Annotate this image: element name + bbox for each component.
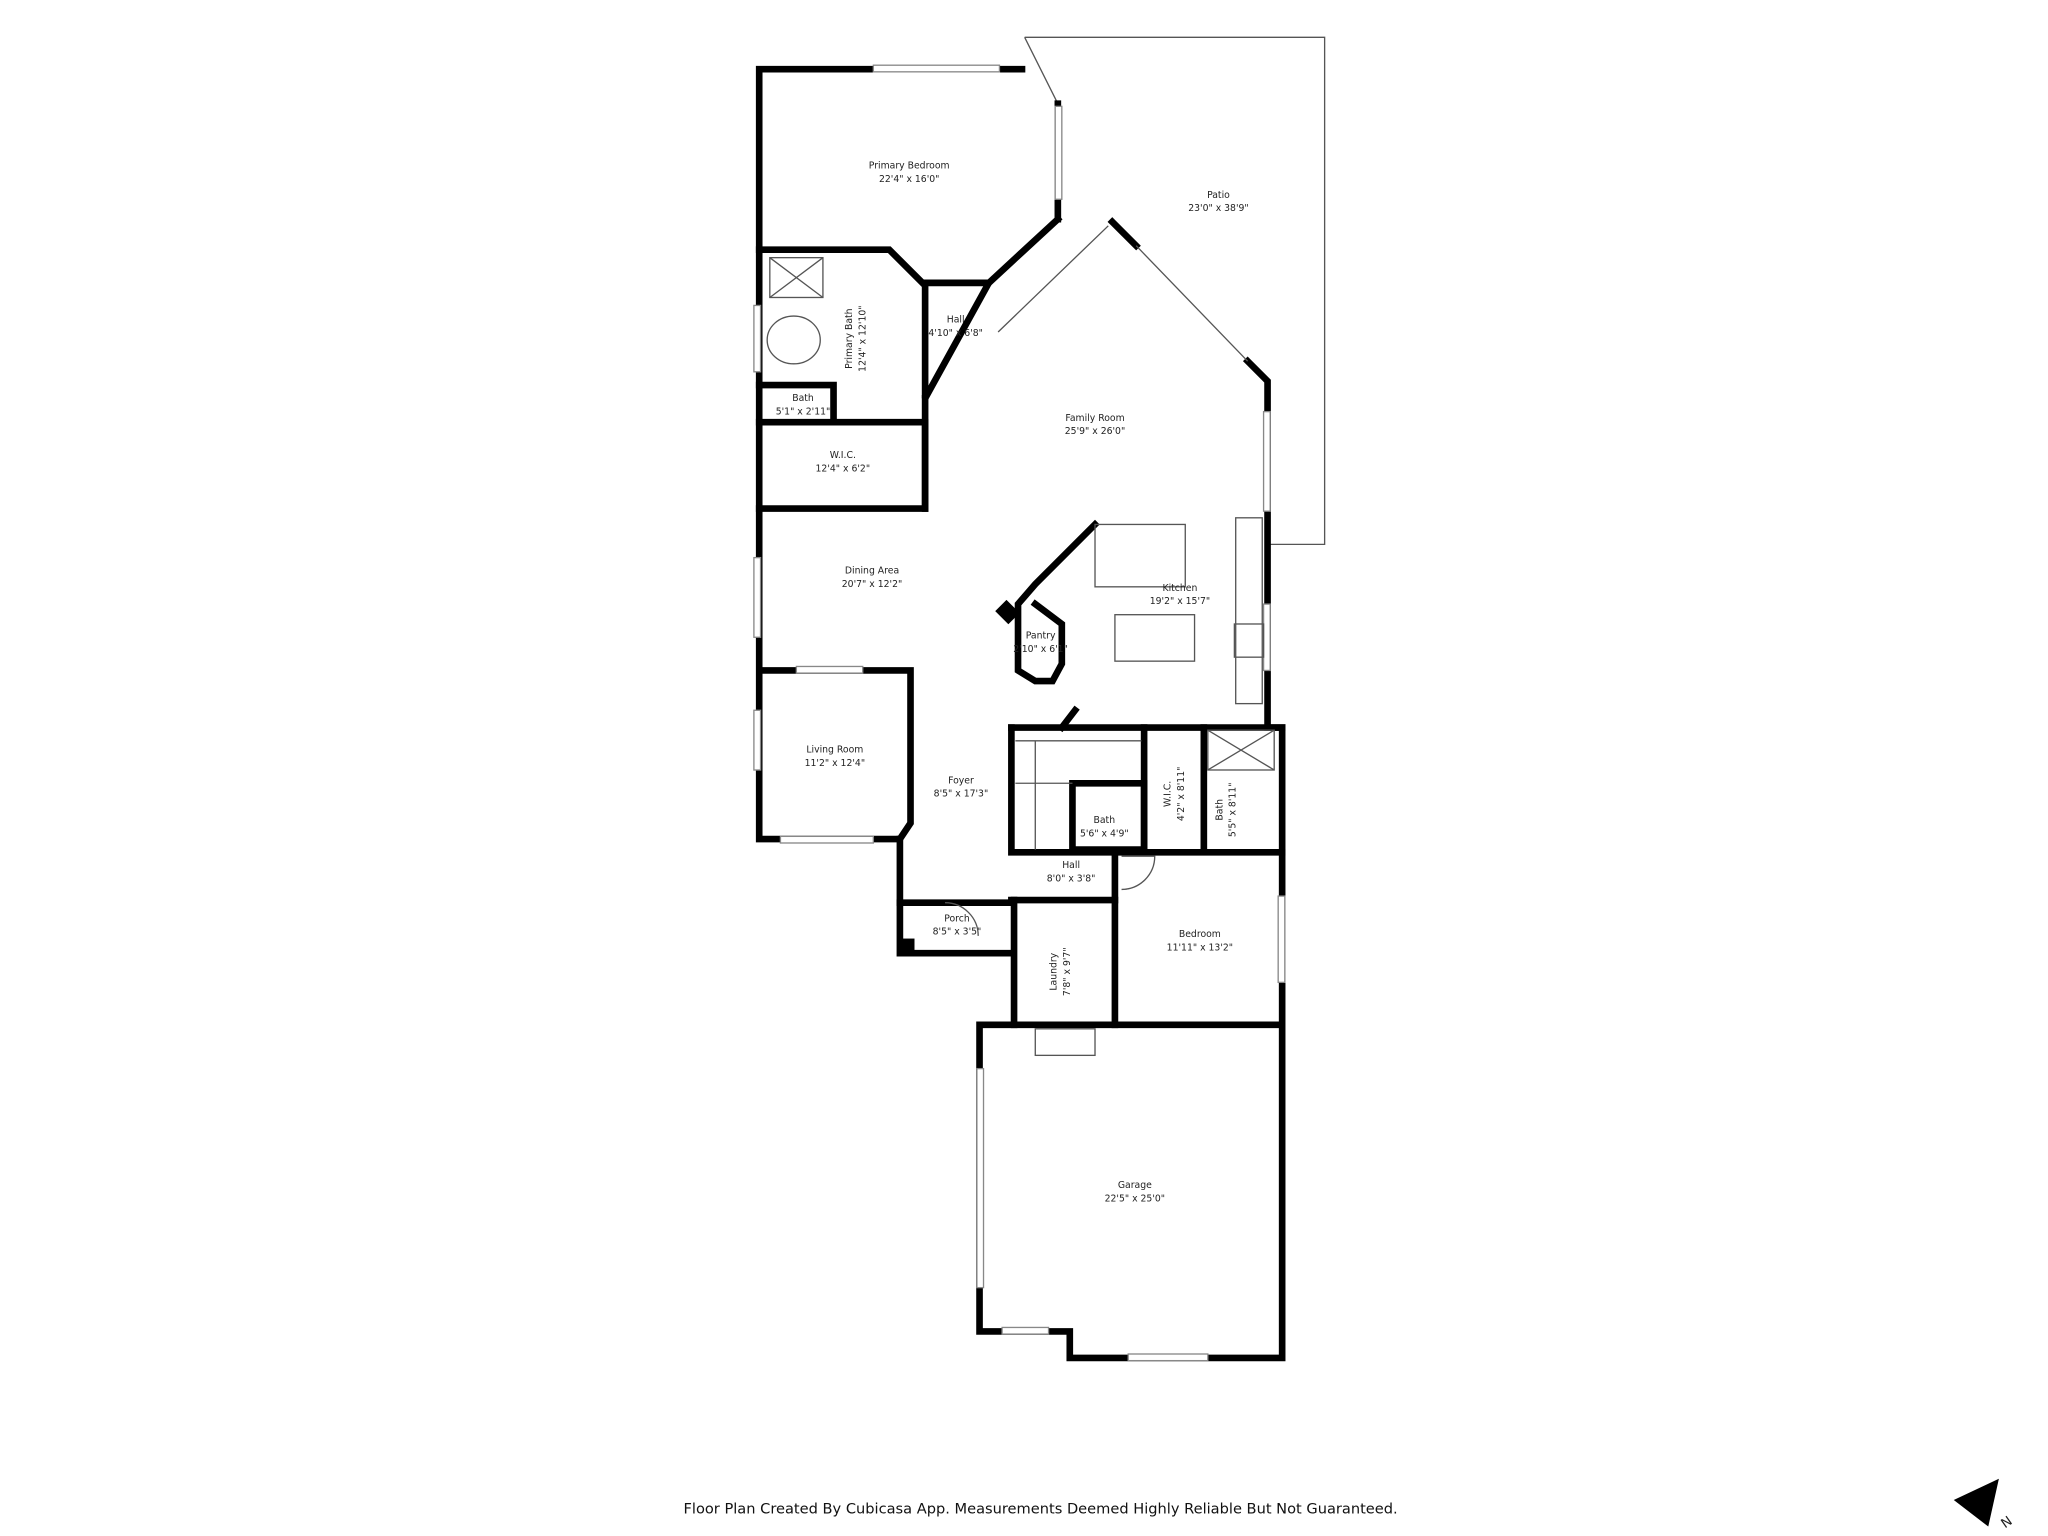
svg-text:7'8" x 9'7": 7'8" x 9'7" <box>1062 947 1073 996</box>
svg-text:22'4" x 16'0": 22'4" x 16'0" <box>879 174 939 185</box>
svg-text:19'2" x 15'7": 19'2" x 15'7" <box>1150 596 1210 607</box>
room-foyer: Foyer 8'5" x 17'3" <box>934 775 989 799</box>
svg-text:Foyer: Foyer <box>948 775 974 786</box>
svg-text:23'0" x 38'9": 23'0" x 38'9" <box>1188 203 1248 214</box>
room-bedroom: Bedroom 11'11" x 13'2" <box>1167 929 1233 953</box>
room-kitchen: Kitchen 19'2" x 15'7" <box>1150 583 1210 607</box>
svg-text:Family Room: Family Room <box>1065 413 1124 424</box>
svg-text:20'7" x 12'2": 20'7" x 12'2" <box>842 579 902 590</box>
svg-text:22'5" x 25'0": 22'5" x 25'0" <box>1105 1193 1165 1204</box>
room-primary-bedroom: Primary Bedroom 22'4" x 16'0" <box>869 161 950 185</box>
svg-text:Pantry: Pantry <box>1026 631 1056 642</box>
svg-text:8'5" x 3'5": 8'5" x 3'5" <box>933 927 982 938</box>
svg-text:W.I.C.: W.I.C. <box>1163 781 1174 807</box>
svg-text:Bath: Bath <box>1094 815 1116 826</box>
svg-text:Living Room: Living Room <box>806 745 863 756</box>
svg-text:Dining Area: Dining Area <box>845 566 899 577</box>
room-family-room: Family Room 25'9" x 26'0" <box>1065 413 1125 437</box>
svg-text:5'6" x 4'9": 5'6" x 4'9" <box>1080 828 1129 839</box>
room-wic-primary: W.I.C. 12'4" x 6'2" <box>816 450 871 474</box>
room-bath-half: Bath 5'6" x 4'9" <box>1080 815 1129 839</box>
room-patio: Patio 23'0" x 38'9" <box>1188 190 1248 214</box>
svg-text:Patio: Patio <box>1207 190 1230 201</box>
svg-text:5'5" x 8'11": 5'5" x 8'11" <box>1228 783 1239 838</box>
svg-text:Bedroom: Bedroom <box>1179 929 1221 940</box>
svg-text:8'0" x 3'8": 8'0" x 3'8" <box>1047 873 1096 884</box>
svg-text:Primary Bath: Primary Bath <box>844 308 855 369</box>
room-dining-area: Dining Area 20'7" x 12'2" <box>842 566 902 590</box>
svg-text:N: N <box>1999 1514 2016 1532</box>
room-hall-lower: Hall 8'0" x 3'8" <box>1047 860 1096 884</box>
room-primary-bath: Primary Bath 12'4" x 12'10" <box>844 305 868 371</box>
room-wic-secondary: W.I.C. 4'2" x 8'11" <box>1163 767 1187 822</box>
room-garage: Garage 22'5" x 25'0" <box>1105 1180 1165 1204</box>
svg-text:Bath: Bath <box>1214 799 1225 821</box>
svg-text:4'10" x 6'8": 4'10" x 6'8" <box>928 328 983 339</box>
svg-text:Primary Bedroom: Primary Bedroom <box>869 161 950 172</box>
room-bath-secondary: Bath 5'5" x 8'11" <box>1214 783 1238 838</box>
svg-text:Kitchen: Kitchen <box>1163 583 1198 594</box>
svg-text:Laundry: Laundry <box>1049 952 1060 990</box>
room-living-room: Living Room 11'2" x 12'4" <box>805 745 865 769</box>
svg-text:12'4" x 6'2": 12'4" x 6'2" <box>816 463 871 474</box>
svg-text:4'2" x 8'11": 4'2" x 8'11" <box>1176 767 1187 822</box>
north-arrow-icon: N <box>1953 1478 2016 1532</box>
room-porch: Porch 8'5" x 3'5" <box>933 913 982 937</box>
svg-text:8'5" x 17'3": 8'5" x 17'3" <box>934 789 989 800</box>
svg-text:Bath: Bath <box>792 393 814 404</box>
svg-text:12'4" x 12'10": 12'4" x 12'10" <box>857 305 868 371</box>
room-laundry: Laundry 7'8" x 9'7" <box>1049 947 1073 996</box>
svg-text:W.I.C.: W.I.C. <box>830 450 856 461</box>
footer-disclaimer: Floor Plan Created By Cubicasa App. Meas… <box>684 1500 1398 1517</box>
patio-outline <box>1024 36 1326 546</box>
svg-text:Garage: Garage <box>1118 1180 1152 1191</box>
svg-text:5'1" x 2'11": 5'1" x 2'11" <box>776 406 831 417</box>
svg-text:25'9" x 26'0": 25'9" x 26'0" <box>1065 426 1125 437</box>
svg-text:Hall: Hall <box>1062 860 1080 871</box>
room-pantry: Pantry 2'10" x 6'1" <box>1013 631 1068 655</box>
svg-text:Hall: Hall <box>947 315 965 326</box>
svg-text:2'10" x 6'1": 2'10" x 6'1" <box>1013 644 1068 655</box>
svg-text:11'11" x 13'2": 11'11" x 13'2" <box>1167 943 1233 954</box>
svg-text:11'2" x 12'4": 11'2" x 12'4" <box>805 758 865 769</box>
room-bath-primary-wc: Bath 5'1" x 2'11" <box>776 393 831 417</box>
svg-text:Porch: Porch <box>944 913 970 924</box>
room-hall-upper: Hall 4'10" x 6'8" <box>928 315 983 339</box>
